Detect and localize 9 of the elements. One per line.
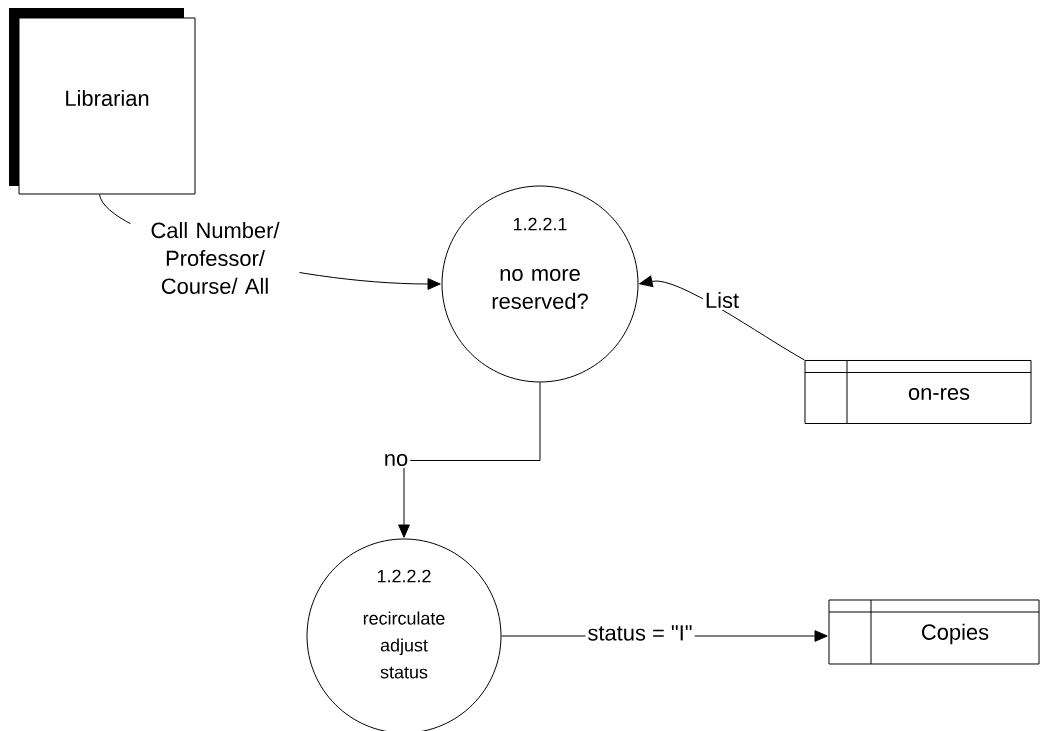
- arrow: [398, 382, 541, 538]
- edge-label: Call Number/ Professor/ Course/ All: [130, 220, 300, 296]
- edge-label: status = "I": [585, 623, 695, 643]
- edge-label: List: [702, 289, 742, 311]
- data-store: on-res: [804, 360, 1032, 424]
- edge-label: no: [381, 452, 411, 468]
- external-entity-box: Librarian: [9, 8, 196, 195]
- arrow: [639, 275, 805, 361]
- data-store: Copies: [828, 599, 1040, 665]
